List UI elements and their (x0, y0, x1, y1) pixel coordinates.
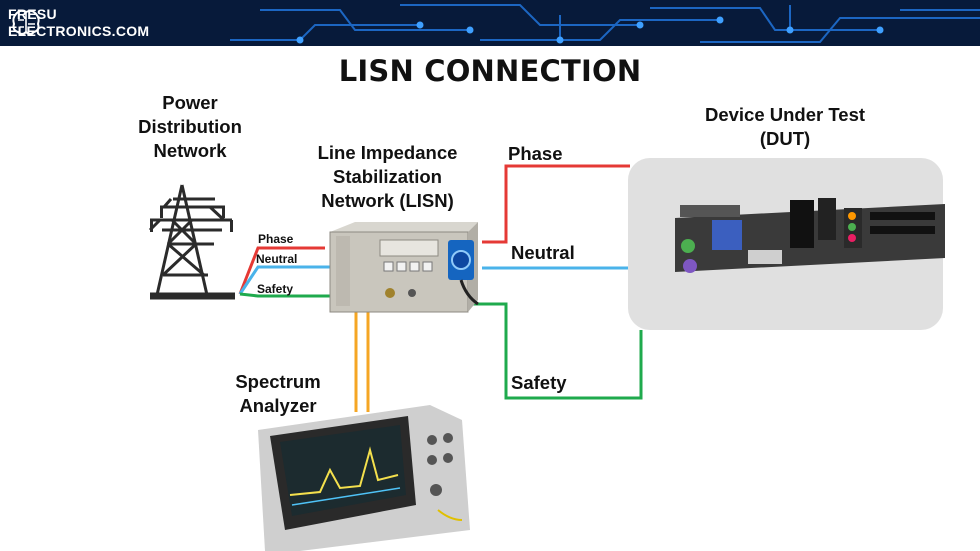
brand: FRESU ELECTRONICS.COM (8, 6, 149, 40)
right-phase-label: Phase (508, 143, 563, 164)
right-neutral-label: Neutral (511, 242, 575, 263)
left-neutral-label: Neutral (256, 252, 298, 266)
wire-phase-right (482, 164, 630, 244)
left-phase-label: Phase (258, 232, 294, 246)
circuit-pattern (230, 4, 980, 44)
power-label-line-3: Network (153, 140, 227, 161)
spectrum-analyzer-icon (258, 405, 470, 551)
power-network-label: Power Distribution Network (110, 91, 270, 163)
brain-chip-icon (12, 9, 40, 35)
analyzer-label-line-1: Spectrum (235, 371, 321, 392)
wire-neutral-left (238, 265, 330, 295)
lisn-label-line-2: Stabilization (333, 166, 442, 187)
wire-safety-right (470, 302, 643, 400)
wire-safety-left (239, 292, 332, 298)
dut-label: Device Under Test (DUT) (680, 103, 890, 151)
tower-insulators (150, 207, 233, 232)
lisn-label-line-1: Line Impedance (317, 142, 458, 163)
dut-label-line-1: Device Under Test (704, 104, 866, 125)
right-safety-label: Safety (511, 372, 567, 393)
brand-line-1: FRESU (8, 6, 57, 22)
page-title: LISN CONNECTION (338, 54, 642, 88)
power-label-line-1: Power (162, 92, 218, 113)
dut-label-line-2: (DUT) (759, 128, 811, 149)
lisn-label: Line Impedance Stabilization Network (LI… (290, 141, 485, 213)
lisn-device-icon (329, 222, 479, 313)
analyzer-label-line-2: Analyzer (239, 395, 317, 416)
left-safety-label: Safety (257, 282, 294, 296)
brand-line-2: ELECTRONICS.COM (8, 23, 150, 39)
header-banner: FRESU ELECTRONICS.COM (0, 0, 980, 46)
wire-phase-left (238, 246, 325, 295)
lisn-label-line-3: Network (LISN) (321, 190, 454, 211)
motherboard-icon (675, 198, 945, 273)
power-label-line-2: Distribution (138, 116, 242, 137)
power-tower-icon (148, 184, 235, 300)
analyzer-label: Spectrum Analyzer (218, 370, 338, 418)
